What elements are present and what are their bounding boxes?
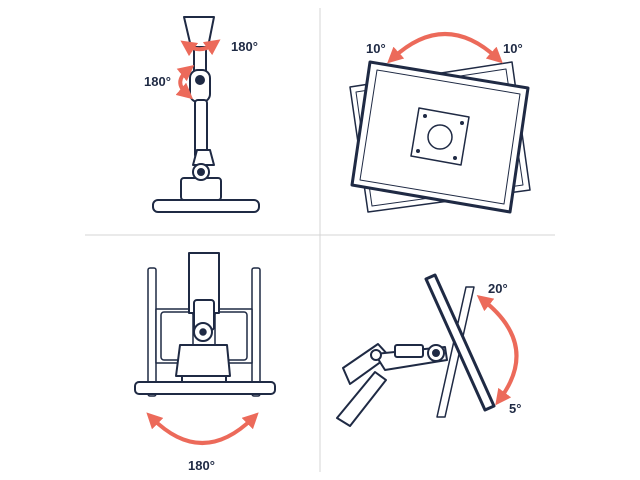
elbow-pivot — [370, 349, 382, 361]
clamp-body — [180, 177, 222, 201]
panel-bottom-left — [134, 252, 276, 397]
clamp-body — [175, 344, 231, 377]
base-plate — [134, 381, 276, 395]
swivel-base-label: 180° — [188, 458, 215, 473]
tilt-right-label: 10° — [503, 41, 523, 56]
tilt-range-arrow — [476, 295, 519, 406]
panel-bottom-right — [336, 273, 496, 427]
screen-ghost — [436, 286, 475, 418]
lower-arm — [336, 371, 387, 427]
joint-pivot — [195, 75, 205, 85]
mount-head — [183, 16, 215, 48]
rotation-arrow-top — [180, 39, 221, 57]
monitor-screen — [424, 273, 496, 412]
panel-top-right — [349, 60, 531, 214]
rotation-label: 180° — [144, 74, 171, 89]
swivel-arrow — [146, 412, 259, 445]
base-plate — [152, 199, 260, 213]
right-upright — [251, 267, 261, 397]
tilt-left-label: 10° — [366, 41, 386, 56]
elbow-joint — [189, 69, 211, 103]
swivel-label: 180° — [231, 39, 258, 54]
left-upright — [147, 267, 157, 397]
tilt-arrow — [387, 32, 503, 64]
tilt-down-label: 5° — [509, 401, 521, 416]
tilt-up-label: 20° — [488, 281, 508, 296]
rotation-arrow-side — [175, 64, 195, 100]
